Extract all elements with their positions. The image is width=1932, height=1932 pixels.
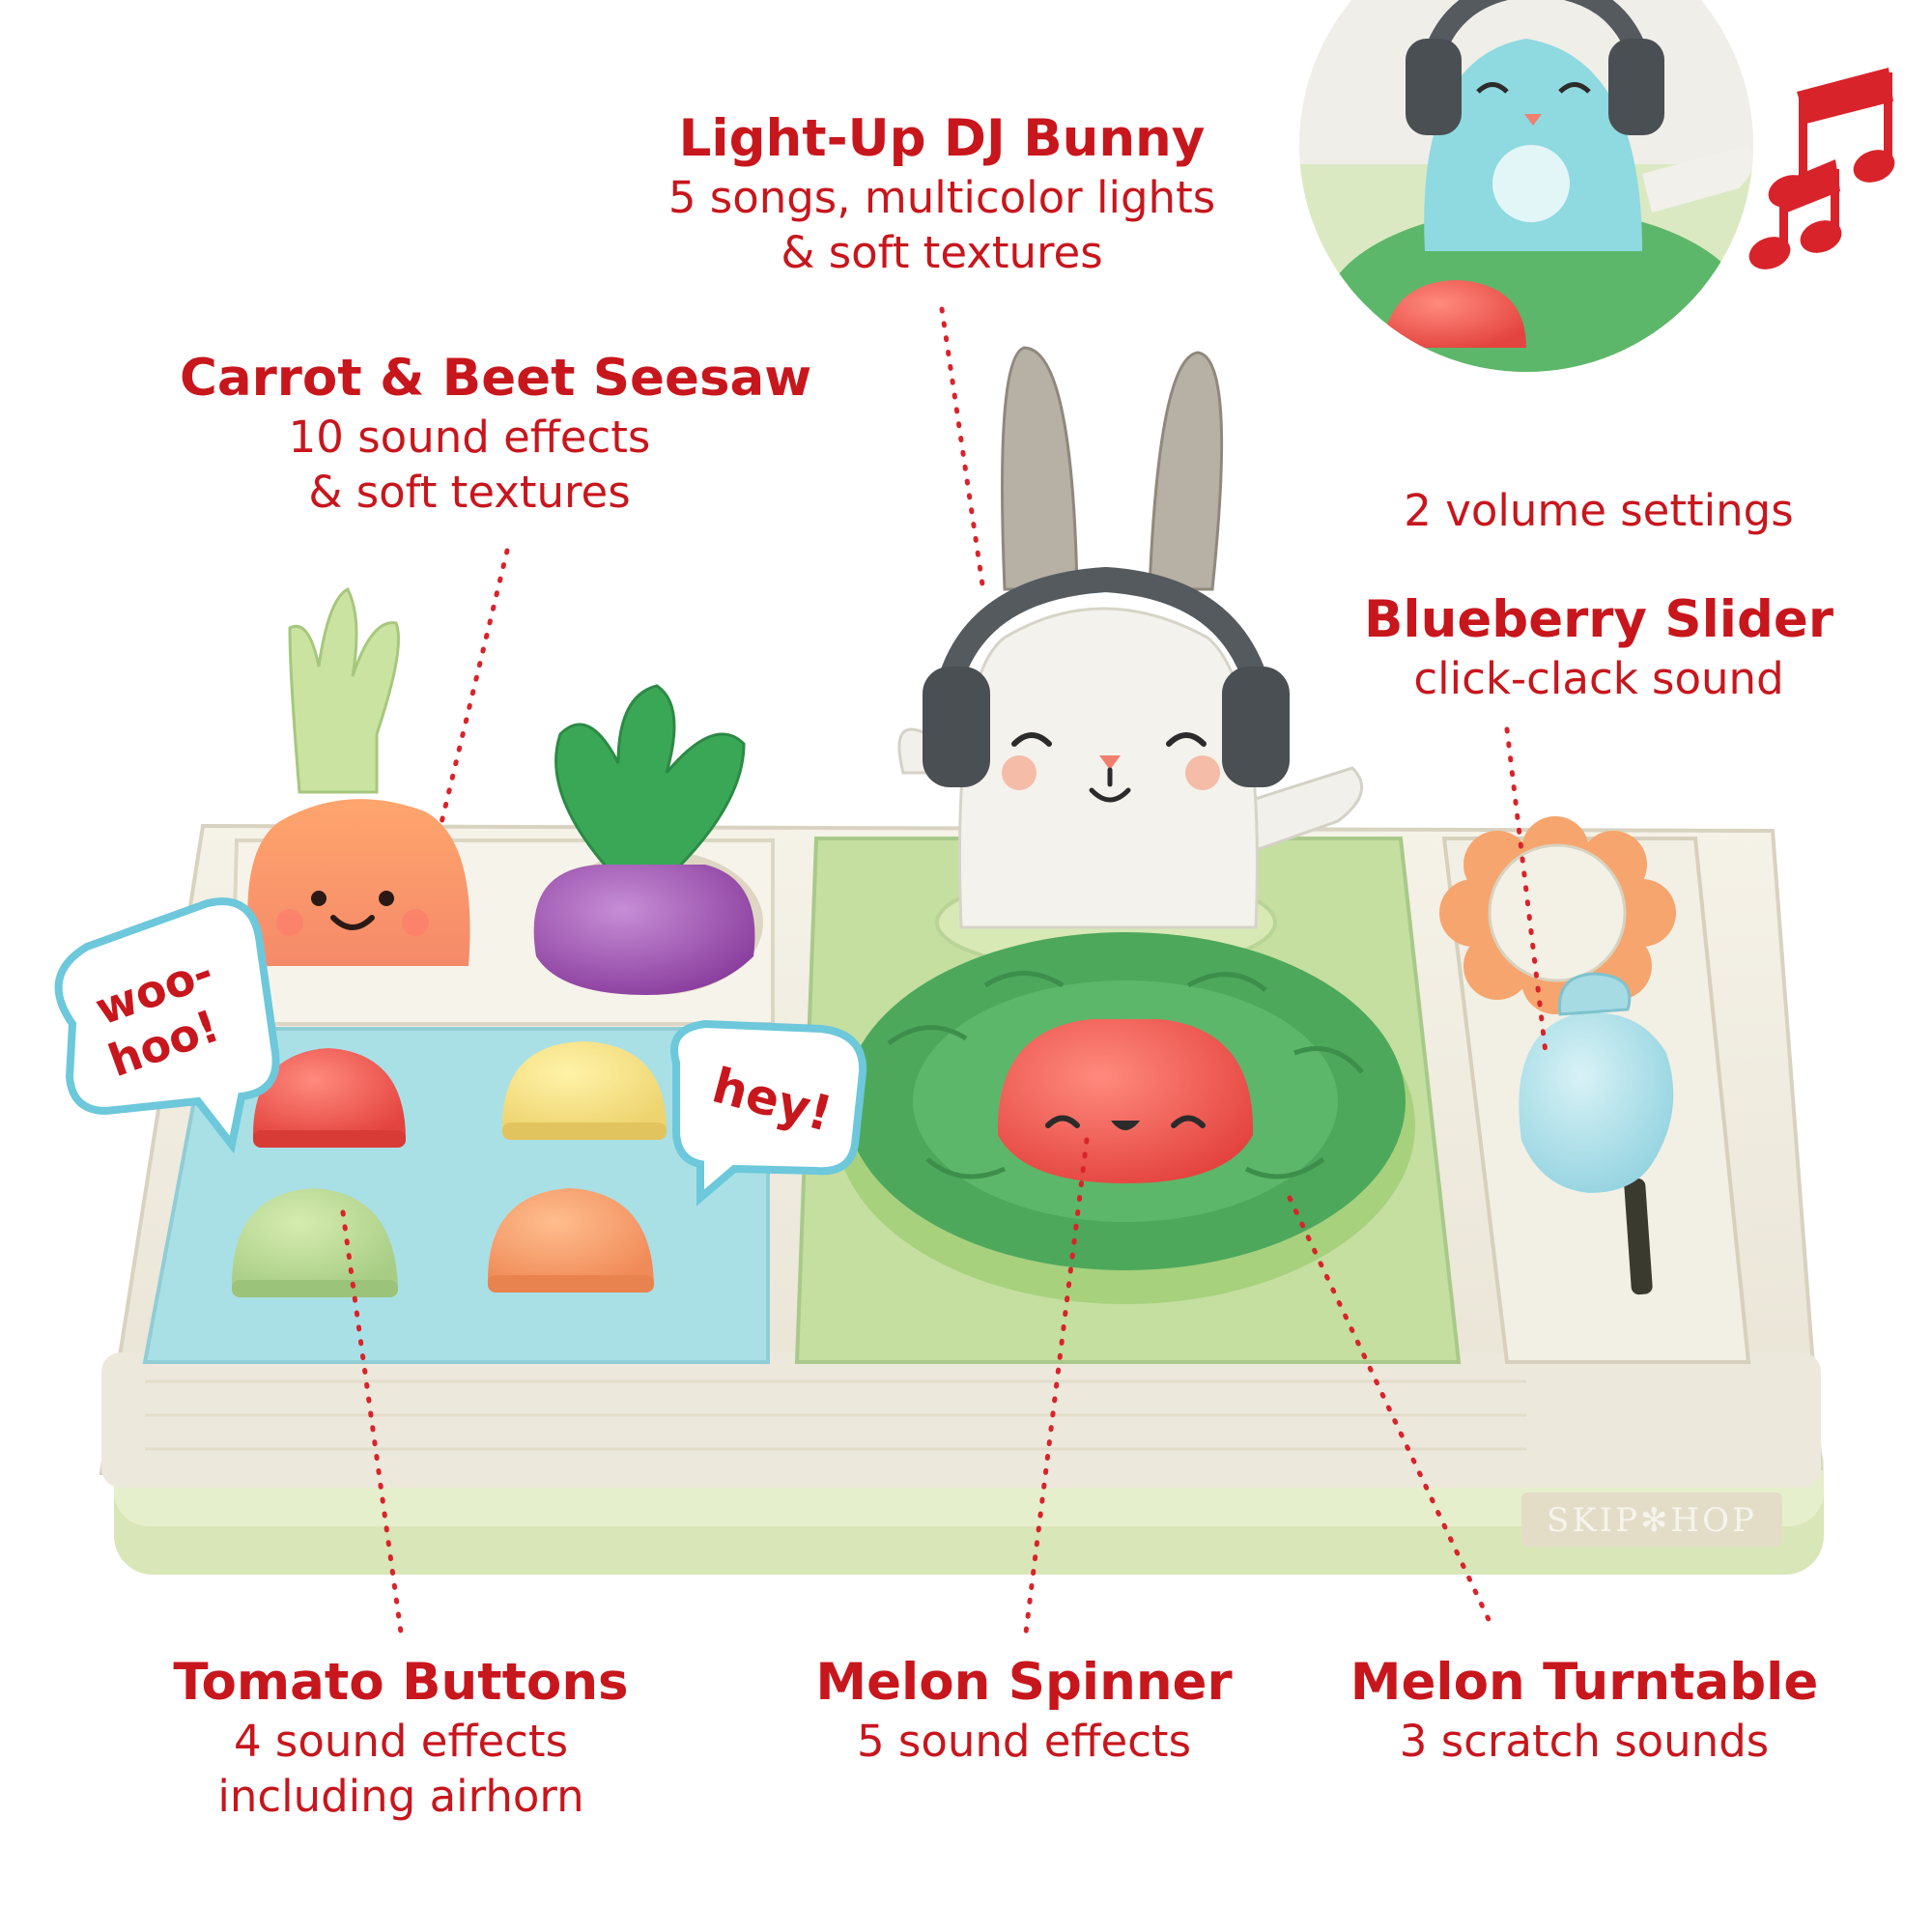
callout-melon-spinner: Melon Spinner 5 sound effects	[773, 1652, 1275, 1769]
leader-tomato	[340, 1209, 404, 1635]
leader-lines	[340, 306, 1548, 1635]
callout-desc: 5 songs, multicolor lights	[668, 172, 1216, 223]
leader-carrot	[437, 548, 510, 834]
leader-bunny	[939, 306, 986, 594]
callout-title: Melon Spinner	[815, 1653, 1233, 1712]
tomato-button-green[interactable]	[231, 1188, 398, 1297]
callout-desc: & soft textures	[781, 227, 1103, 278]
callout-desc: & soft textures	[308, 467, 631, 518]
beet-seesaw-piece[interactable]	[533, 684, 763, 995]
callout-title: Carrot & Beet Seesaw	[180, 349, 812, 408]
callout-carrot-beet-seesaw: Carrot & Beet Seesaw 10 sound effects & …	[180, 348, 812, 520]
callout-volume-settings: 2 volume settings	[1362, 483, 1835, 538]
callout-desc: 5 sound effects	[856, 1716, 1192, 1767]
brand-logo: SKIP✻HOP	[1521, 1492, 1782, 1547]
callout-title: Blueberry Slider	[1364, 590, 1833, 649]
callout-desc: 4 sound effects	[233, 1716, 569, 1767]
callout-desc: 2 volume settings	[1404, 485, 1794, 536]
blueberry-slider[interactable]	[1519, 972, 1674, 1193]
hey-bubble: hey!	[670, 1019, 867, 1207]
callout-desc: 3 scratch sounds	[1399, 1716, 1770, 1767]
leader-spinner	[1023, 1137, 1090, 1635]
callout-melon-turntable: Melon Turntable 3 scratch sounds	[1285, 1652, 1884, 1769]
callout-title: Melon Turntable	[1350, 1653, 1819, 1712]
callout-desc: click-clack sound	[1413, 653, 1784, 704]
flower-volume-speaker[interactable]	[1439, 816, 1676, 1014]
carrot-seesaw-piece[interactable]	[247, 586, 470, 966]
tomato-button-yellow[interactable]	[501, 1041, 667, 1140]
melon-spinner[interactable]	[997, 1019, 1254, 1183]
inset-bunny-light-circle	[1299, 0, 1753, 372]
tomato-button-orange[interactable]	[487, 1188, 654, 1293]
leader-blueberry	[1504, 726, 1548, 1056]
callout-tomato-buttons: Tomato Buttons 4 sound effects including…	[145, 1652, 657, 1824]
callout-desc: 10 sound effects	[288, 412, 651, 463]
tomato-button-red[interactable]	[252, 1048, 406, 1148]
callout-title: Tomato Buttons	[173, 1653, 629, 1712]
callout-desc: including airhorn	[217, 1771, 584, 1822]
dj-bunny[interactable]	[897, 346, 1363, 973]
callout-dj-bunny: Light-Up DJ Bunny 5 songs, multicolor li…	[652, 108, 1232, 280]
woohoo-bubble: woo- hoo!	[54, 897, 280, 1154]
svg-text:SKIP✻HOP: SKIP✻HOP	[1547, 1501, 1757, 1540]
music-notes-icon	[1748, 68, 1895, 270]
callout-title: Light-Up DJ Bunny	[678, 109, 1206, 168]
callout-blueberry-slider: Blueberry Slider click-clack sound	[1352, 589, 1845, 706]
